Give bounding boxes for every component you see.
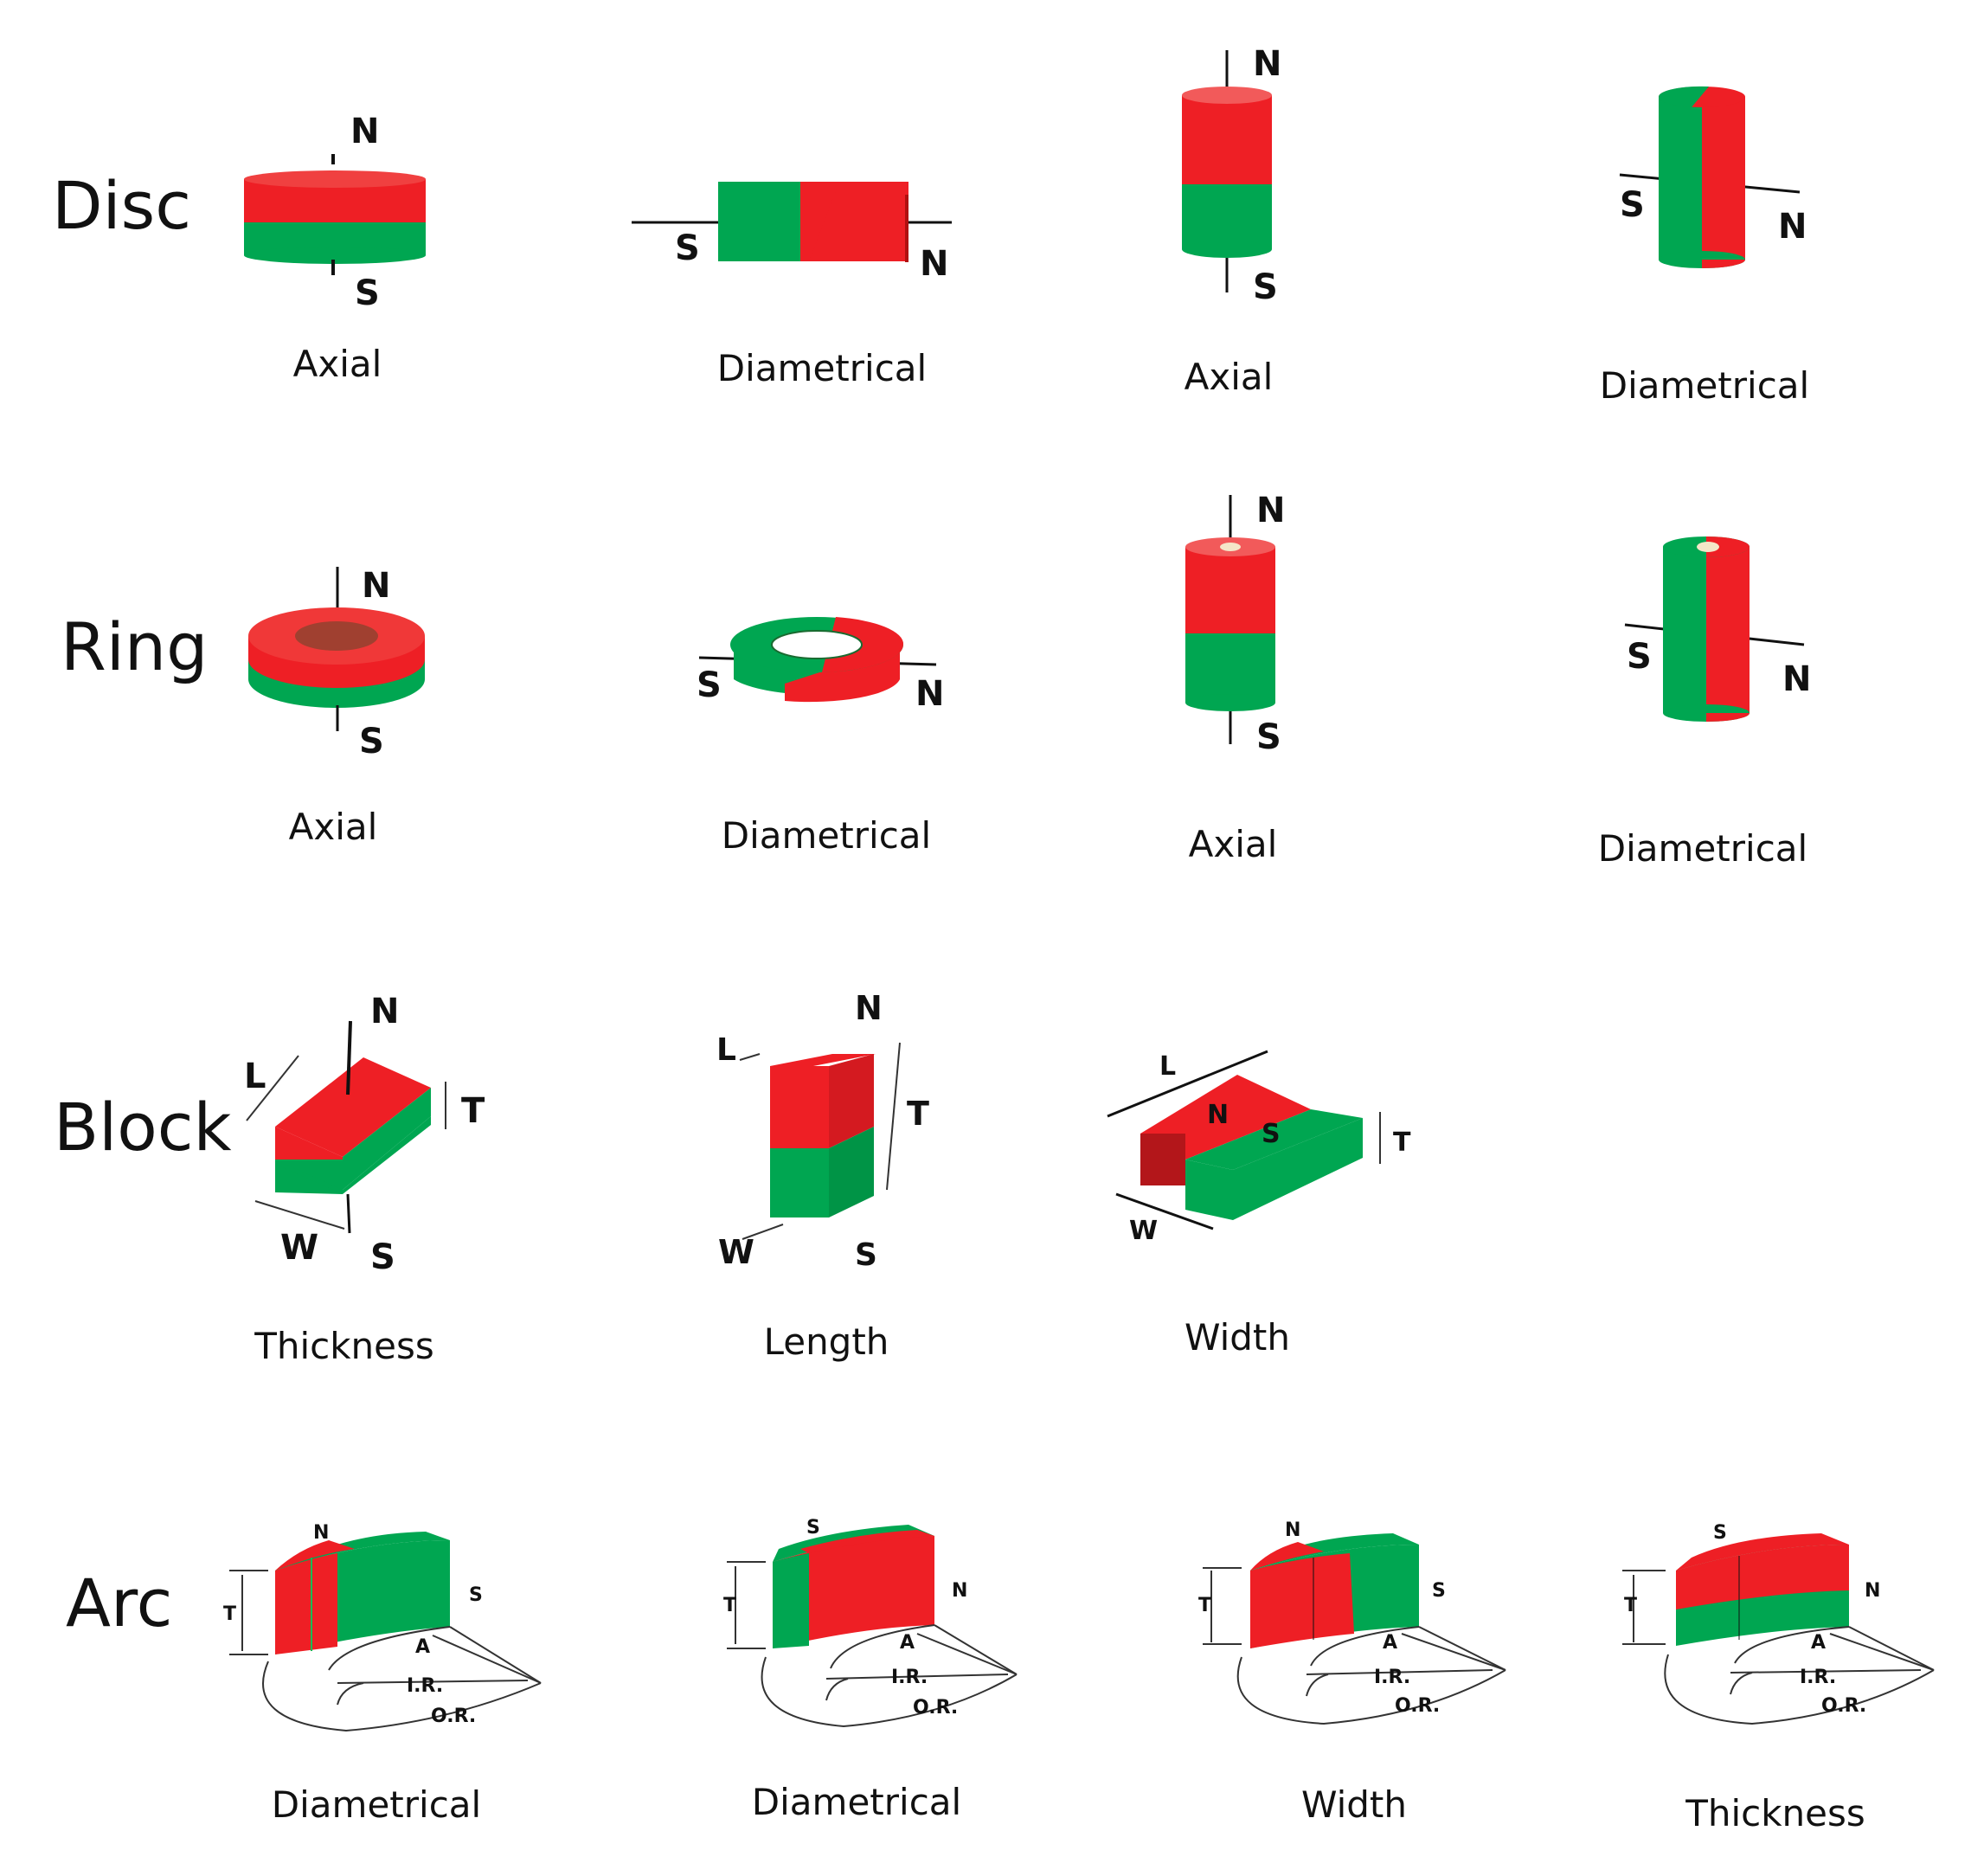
dim-t: T bbox=[1393, 1128, 1411, 1158]
caption-block-length: Length bbox=[763, 1320, 889, 1363]
pole-n: N bbox=[1865, 1580, 1880, 1602]
arc-diametrical-magnet-1: N S T A I.R. O.R. bbox=[223, 1522, 542, 1732]
pole-n: N bbox=[362, 566, 390, 606]
disc-axial-magnet: N S bbox=[244, 112, 426, 313]
dim-l: L bbox=[716, 1032, 736, 1068]
dim-ir: I.R. bbox=[1800, 1667, 1836, 1688]
pole-n: N bbox=[313, 1522, 329, 1544]
row-title-ring: Ring bbox=[61, 608, 209, 685]
pole-s: S bbox=[1713, 1522, 1727, 1544]
caption-block-thickness: Thickness bbox=[254, 1325, 434, 1367]
row-title-disc: Disc bbox=[52, 167, 192, 244]
dim-ir: I.R. bbox=[407, 1675, 443, 1697]
pole-s: S bbox=[1253, 267, 1278, 307]
caption-arc-diametrical-1: Diametrical bbox=[271, 1783, 482, 1826]
block-thickness-magnet: L N T W S bbox=[244, 992, 485, 1277]
dim-t: T bbox=[1198, 1595, 1211, 1616]
pole-n: N bbox=[1207, 1100, 1229, 1130]
dim-or: O.R. bbox=[1821, 1695, 1866, 1717]
caption-arc-width: Width bbox=[1300, 1783, 1408, 1826]
pole-s: S bbox=[1262, 1119, 1281, 1149]
block-length-magnet: L N T W S bbox=[716, 989, 929, 1273]
dim-t: T bbox=[907, 1095, 929, 1133]
pole-n: N bbox=[370, 992, 399, 1031]
pole-s: S bbox=[1620, 185, 1645, 225]
caption-ring-axial: Axial bbox=[288, 806, 378, 848]
dim-a: A bbox=[1811, 1632, 1826, 1654]
dim-a: A bbox=[900, 1632, 915, 1654]
dim-t: T bbox=[1624, 1595, 1637, 1616]
pole-s: S bbox=[806, 1517, 820, 1539]
row-title-block: Block bbox=[54, 1089, 232, 1166]
tube-axial-magnet: N S bbox=[1185, 491, 1285, 757]
arc-thickness-magnet: S N T A I.R. O.R. bbox=[1622, 1522, 1935, 1725]
dim-w: W bbox=[280, 1228, 318, 1268]
dim-w: W bbox=[1129, 1216, 1158, 1246]
dim-t: T bbox=[723, 1595, 736, 1616]
arc-width-magnet: N S T A I.R. O.R. bbox=[1198, 1519, 1506, 1725]
row-title-arc: Arc bbox=[66, 1564, 173, 1642]
dim-l: L bbox=[1159, 1051, 1176, 1082]
pole-n: N bbox=[1256, 491, 1285, 530]
dim-or: O.R. bbox=[431, 1706, 476, 1727]
pole-s: S bbox=[697, 665, 722, 705]
pole-n: N bbox=[1253, 44, 1281, 84]
pole-s: S bbox=[370, 1237, 395, 1277]
cylinder-diametrical-magnet: S N bbox=[1619, 86, 1807, 268]
caption-block-width: Width bbox=[1184, 1316, 1291, 1359]
pole-s: S bbox=[359, 722, 384, 761]
dim-or: O.R. bbox=[913, 1697, 958, 1719]
caption-ring-diametrical: Diametrical bbox=[721, 814, 932, 857]
pole-s: S bbox=[469, 1584, 483, 1606]
caption-disc-diametrical: Diametrical bbox=[716, 347, 928, 389]
dim-or: O.R. bbox=[1395, 1695, 1440, 1717]
tube-diametrical-magnet: S N bbox=[1624, 536, 1811, 722]
caption-cylinder-diametrical: Diametrical bbox=[1599, 364, 1810, 407]
dim-l: L bbox=[244, 1057, 266, 1096]
disc-diametrical-magnet: S N bbox=[632, 182, 952, 284]
pole-n: N bbox=[1782, 659, 1811, 699]
ring-axial-magnet: N S bbox=[248, 566, 425, 761]
pole-s: S bbox=[1432, 1580, 1446, 1602]
dim-t: T bbox=[461, 1091, 485, 1131]
caption-arc-diametrical-2: Diametrical bbox=[751, 1781, 962, 1823]
caption-cylinder-axial: Axial bbox=[1184, 356, 1274, 398]
block-width-magnet: L N S T W bbox=[1107, 1050, 1411, 1246]
caption-arc-thickness: Thickness bbox=[1685, 1792, 1865, 1834]
caption-disc-axial: Axial bbox=[292, 343, 382, 385]
pole-n: N bbox=[855, 989, 883, 1027]
dim-a: A bbox=[415, 1636, 430, 1658]
pole-s: S bbox=[1627, 637, 1652, 677]
pole-n: N bbox=[1285, 1519, 1300, 1541]
dim-ir: I.R. bbox=[891, 1667, 928, 1688]
arc-diametrical-magnet-2: S N T A I.R. O.R. bbox=[723, 1517, 1018, 1728]
pole-n: N bbox=[350, 112, 379, 151]
caption-tube-axial: Axial bbox=[1188, 823, 1278, 865]
pole-s: S bbox=[675, 228, 700, 268]
pole-n: N bbox=[1778, 207, 1807, 247]
dim-t: T bbox=[223, 1603, 236, 1625]
pole-s: S bbox=[355, 273, 380, 313]
pole-s: S bbox=[1256, 717, 1281, 757]
caption-tube-diametrical: Diametrical bbox=[1597, 827, 1808, 870]
ring-diametrical-magnet: S N bbox=[697, 617, 944, 714]
pole-n: N bbox=[952, 1580, 967, 1602]
dim-ir: I.R. bbox=[1374, 1667, 1410, 1688]
pole-n: N bbox=[915, 674, 944, 714]
pole-s: S bbox=[855, 1237, 877, 1273]
pole-n: N bbox=[920, 244, 948, 284]
cylinder-axial-magnet: N S bbox=[1182, 44, 1281, 307]
dim-w: W bbox=[718, 1233, 754, 1271]
dim-a: A bbox=[1383, 1632, 1397, 1654]
